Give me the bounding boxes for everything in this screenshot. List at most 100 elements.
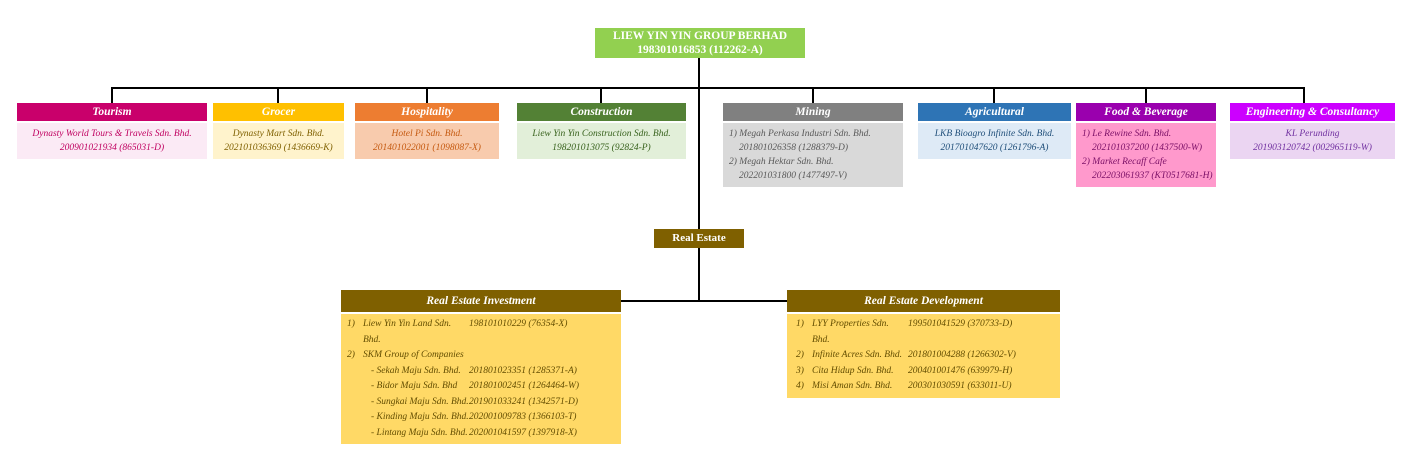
division-label: Hospitality — [401, 106, 453, 118]
division-construction: Construction Liew Yin Yin Construction S… — [517, 103, 686, 159]
company-row: - Sungkai Maju Sdn. Bhd.201901033241 (13… — [341, 395, 621, 411]
division-agricultural: Agricultural LKB Bioagro Infinite Sdn. B… — [918, 103, 1071, 159]
company-line: 202201031800 (1477497-V) — [739, 171, 847, 181]
company-name: - Lintang Maju Sdn. Bhd. — [371, 427, 468, 438]
company-registration: 202001041597 (1397918-X) — [469, 427, 577, 438]
real-estate-node: Real Estate — [654, 229, 744, 248]
division-label: Agricultural — [965, 106, 1024, 118]
company-line: Liew Yin Yin Construction Sdn. Bhd. — [532, 129, 671, 139]
connector-drop-grocer — [277, 87, 279, 104]
company-line: 1) Megah Perkasa Industri Sdn. Bhd. — [729, 129, 871, 139]
company-row: 2)Infinite Acres Sdn. Bhd.201801004288 (… — [787, 348, 1060, 364]
company-registration: 201801002451 (1264464-W) — [469, 381, 580, 391]
connector-drop-tourism — [111, 87, 113, 104]
company-line: 201401022001 (1098087-X) — [373, 143, 481, 153]
row-number — [347, 379, 363, 395]
division-header: Hospitality — [355, 103, 499, 121]
connector-drop-agricultural — [993, 87, 995, 104]
company-name: Cita Hidup Sdn. Bhd. — [812, 365, 894, 376]
company-line: 2) Market Recaff Cafe — [1082, 157, 1167, 167]
company-line: 201701047620 (1261796-A) — [940, 143, 1049, 153]
company-line: 198201013075 (92824-P) — [552, 143, 651, 153]
company-line: 202203061937 (KT0517681-H) — [1092, 171, 1213, 181]
company-row: - Lintang Maju Sdn. Bhd.202001041597 (13… — [341, 426, 621, 442]
company-line: Dynasty World Tours & Travels Sdn. Bhd. — [32, 129, 192, 139]
company-line: 1) Le Rewine Sdn. Bhd. — [1082, 129, 1172, 139]
division-body: Liew Yin Yin Construction Sdn. Bhd. 19820… — [517, 123, 686, 159]
company-line: 201801026358 (1288379-D) — [739, 143, 848, 153]
company-registration: 201801023351 (1285371-A) — [469, 365, 577, 376]
division-label: Construction — [570, 106, 633, 118]
connector-drop-engineering — [1303, 87, 1305, 104]
division-header: Engineering & Consultancy — [1230, 103, 1395, 121]
division-header: Food & Beverage — [1076, 103, 1216, 121]
division-header: Construction — [517, 103, 686, 121]
company-registration: 201901033241 (1342571-D) — [469, 396, 578, 407]
division-label: Grocer — [261, 106, 296, 118]
company-row: 1)Liew Yin Yin Land Sdn. Bhd.19810101022… — [341, 317, 621, 348]
division-label: Food & Beverage — [1104, 106, 1188, 118]
real-estate-child-title: Real Estate Investment — [341, 290, 621, 312]
company-line: 200901021934 (865031-D) — [59, 143, 165, 153]
row-number: 2) — [796, 350, 804, 360]
company-row: - Sekah Maju Sdn. Bhd.201801023351 (1285… — [341, 364, 621, 380]
division-header: Mining — [723, 103, 903, 121]
connector-root-vertical — [698, 56, 700, 229]
row-number — [347, 410, 363, 426]
company-line: 201903120742 (002965119-W) — [1253, 143, 1372, 153]
row-number: 1) — [347, 319, 355, 329]
row-number — [347, 364, 363, 380]
company-row: 1) LYY Properties Sdn. Bhd. 199501041529 (… — [787, 317, 1060, 348]
company-name: - Bidor Maju Sdn. Bhd — [371, 381, 458, 391]
company-registration: 198101010229 (76354-X) — [469, 319, 568, 329]
connector-real-estate-vertical — [698, 247, 700, 302]
connector-top-horizontal — [111, 87, 1305, 89]
company-name: Misi Aman Sdn. Bhd. — [812, 381, 893, 391]
root-title: LIEW YIN YIN GROUP BERHAD — [612, 30, 788, 42]
company-line: Dynasty Mart Sdn. Bhd. — [232, 129, 325, 139]
company-line: KL Perunding — [1285, 129, 1340, 139]
division-engineering-consultancy: Engineering & Consultancy KL Perunding 20… — [1230, 103, 1395, 159]
row-number: 4) — [796, 381, 804, 391]
division-header: Agricultural — [918, 103, 1071, 121]
company-line: Hotel Pi Sdn. Bhd. — [391, 129, 463, 139]
division-label: Mining — [795, 106, 831, 118]
company-line: 202101036369 (1436669-K) — [224, 143, 333, 153]
connector-real-estate-horizontal — [620, 300, 787, 302]
company-row: 2) SKM Group of Companies — [341, 348, 621, 364]
company-line: 202101037200 (1437500-W) — [1092, 143, 1203, 153]
division-body: KL Perunding 201903120742 (002965119-W) — [1230, 123, 1395, 159]
division-body: LKB Bioagro Infinite Sdn. Bhd.2017010476… — [918, 123, 1071, 159]
company-name: SKM Group of Companies — [363, 350, 464, 360]
connector-drop-hospitality — [426, 87, 428, 104]
company-name: LYY Properties Sdn. Bhd. — [812, 319, 889, 345]
connector-drop-mining — [812, 87, 814, 104]
real-estate-development: Real Estate Development 1)LYY Properties… — [787, 290, 1060, 398]
division-body: Dynasty Mart Sdn. Bhd. 202101036369 (1436… — [213, 123, 344, 159]
real-estate-investment: Real Estate Investment 1)Liew Yin Yin La… — [341, 290, 621, 444]
division-label: Tourism — [92, 106, 132, 118]
company-registration: 199501041529 (370733-D) — [908, 319, 1013, 329]
row-number — [347, 426, 363, 442]
division-body: Hotel Pi Sdn. Bhd. 201401022001 (1098087-… — [355, 123, 499, 159]
connector-drop-food-beverage — [1145, 87, 1147, 104]
company-registration — [469, 348, 621, 364]
company-registration: 200401001476 (639979-H) — [908, 365, 1013, 376]
company-name: - Kinding Maju Sdn. Bhd. — [371, 412, 469, 422]
row-number: 2) — [347, 350, 355, 360]
division-hospitality: Hospitality Hotel Pi Sdn. Bhd. 2014010220… — [355, 103, 499, 159]
company-registration: 200301030591 (633011-U) — [908, 381, 1012, 391]
division-body: 1) Megah Perkasa Industri Sdn. Bhd. 20180… — [723, 123, 903, 187]
company-name: Infinite Acres Sdn. Bhd. — [812, 350, 902, 360]
division-grocer: Grocer Dynasty Mart Sdn. Bhd. 20210103636… — [213, 103, 344, 159]
company-row: 3)Cita Hidup Sdn. Bhd.200401001476 (6399… — [787, 364, 1060, 380]
connector-drop-construction — [600, 87, 602, 104]
division-header: Tourism — [17, 103, 207, 121]
company-name: - Sungkai Maju Sdn. Bhd. — [371, 396, 469, 407]
row-number: 1) — [796, 319, 804, 329]
company-row: - Bidor Maju Sdn. Bhd 201801002451 (12644… — [341, 379, 621, 395]
division-header: Grocer — [213, 103, 344, 121]
division-body: 1) Le Rewine Sdn. Bhd. 202101037200 (1437… — [1076, 123, 1216, 187]
